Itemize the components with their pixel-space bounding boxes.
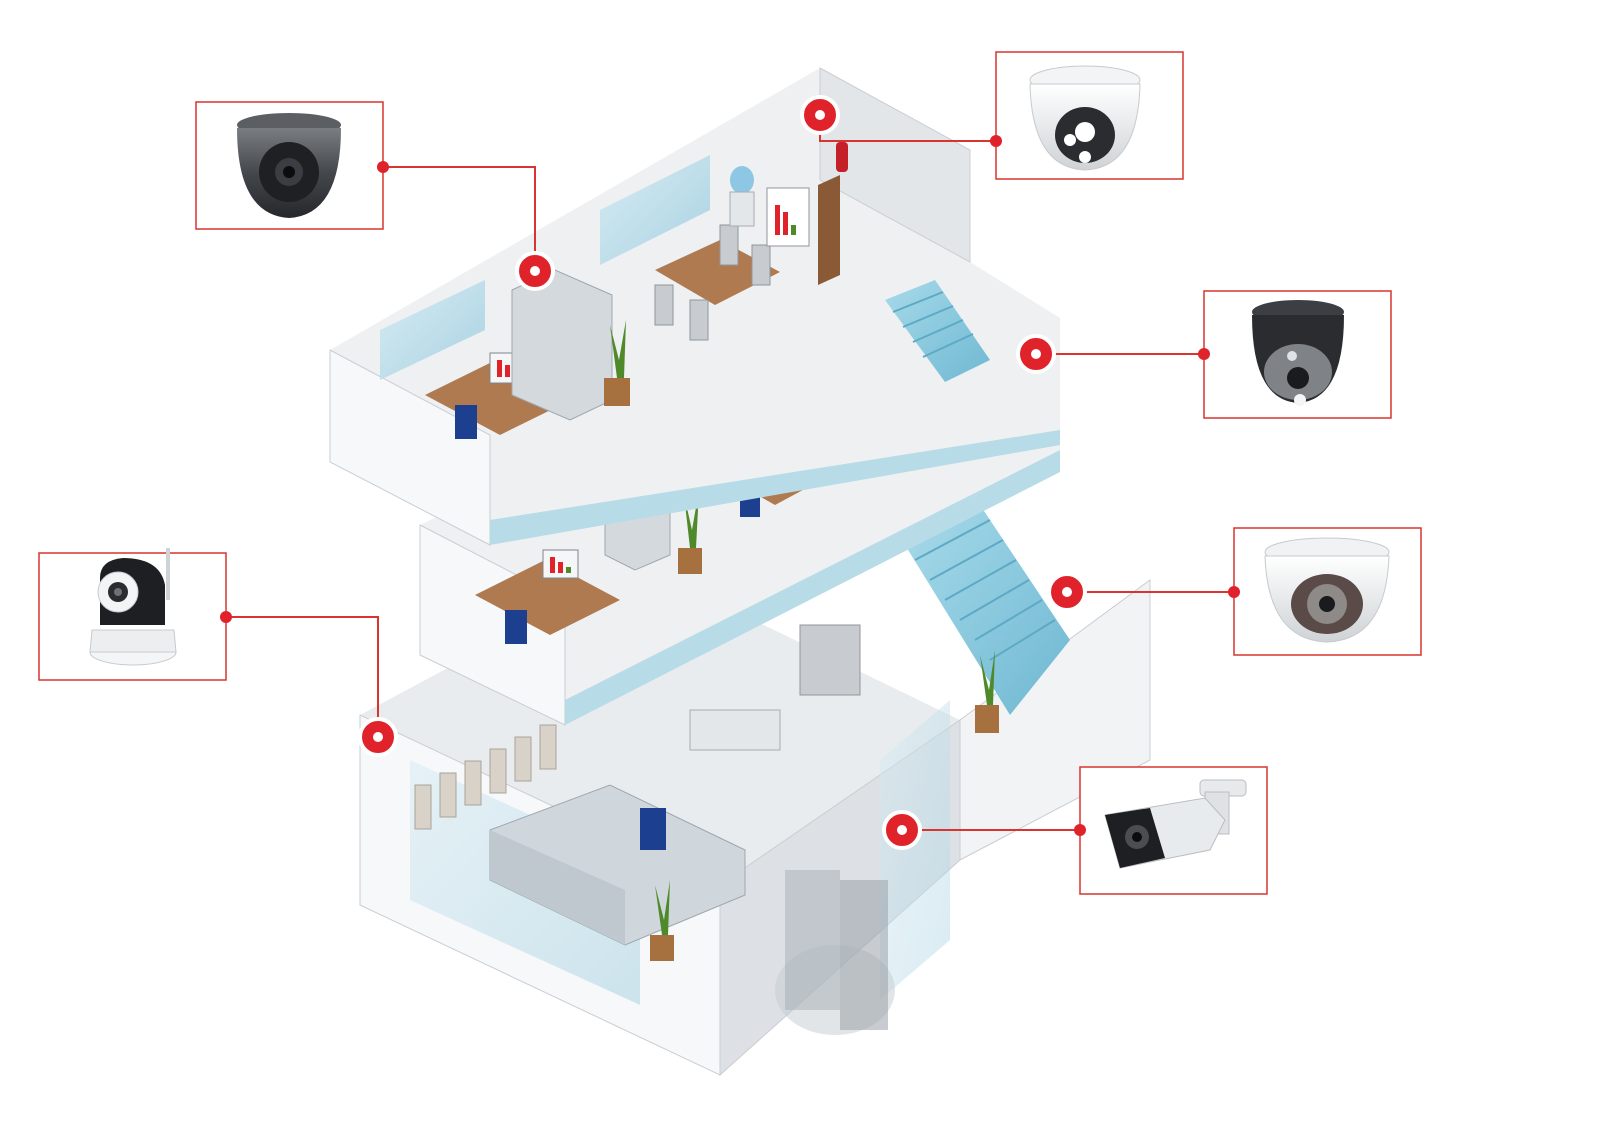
callout-ptz-wifi[interactable] [38,548,232,681]
connector-left [226,616,379,737]
camera-callouts [38,51,1422,895]
hotspot-right-1[interactable] [1016,334,1056,374]
isometric-building [329,67,1151,1077]
ptz-wifi-camera-icon [89,548,177,666]
top-floor [329,67,1060,546]
white-ir-dome-camera-icon [1264,537,1390,643]
connector-top-left [383,166,536,271]
white-dome-camera-icon [1029,65,1141,171]
hotspot-right-2[interactable] [1047,572,1087,612]
hotspot-bottom-right[interactable] [882,810,922,850]
hotspot-top-left[interactable] [515,251,555,291]
dark-dome-camera-icon [237,113,341,218]
hotspot-top-right[interactable] [800,95,840,135]
callout-dark-dome[interactable] [195,101,389,230]
bullet-camera-icon [1104,779,1247,869]
camera-hotspots [358,95,1087,850]
connector-lines [226,115,1234,831]
callout-white-dome[interactable] [990,51,1184,180]
callout-bullet[interactable] [1074,766,1268,895]
black-dome-camera-icon [1252,300,1344,406]
callout-black-dome[interactable] [1198,290,1392,419]
hotspot-left[interactable] [358,717,398,757]
callout-white-ir-dome[interactable] [1228,527,1422,656]
